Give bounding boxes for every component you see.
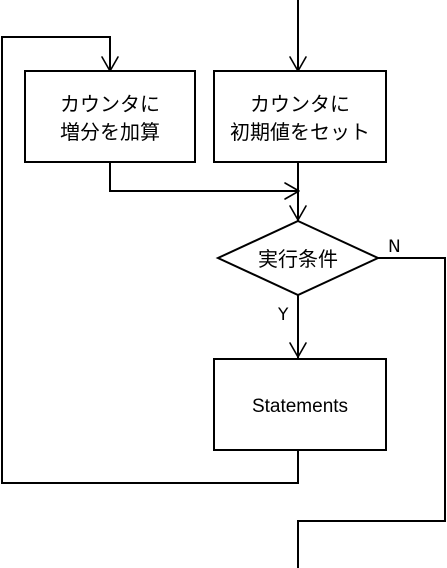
condition-label: 実行条件 <box>258 247 338 271</box>
statements-entry-arrowhead <box>289 342 307 358</box>
no-label: N <box>388 237 401 257</box>
increment-box <box>24 70 196 163</box>
statements-box <box>213 358 387 451</box>
no-branch-connector <box>297 257 446 568</box>
init-box <box>213 70 387 163</box>
increment-to-merge-connector <box>109 161 299 192</box>
init-box-line2: 初期値をセット <box>230 120 370 144</box>
statements-label: Statements <box>252 396 348 417</box>
init-box-line1: カウンタに <box>250 92 350 116</box>
loop-back-connector <box>1 36 299 484</box>
increment-box-line1: カウンタに <box>60 92 160 116</box>
increment-box-line2: 増分を加算 <box>60 120 160 144</box>
yes-label: Y <box>277 305 289 325</box>
